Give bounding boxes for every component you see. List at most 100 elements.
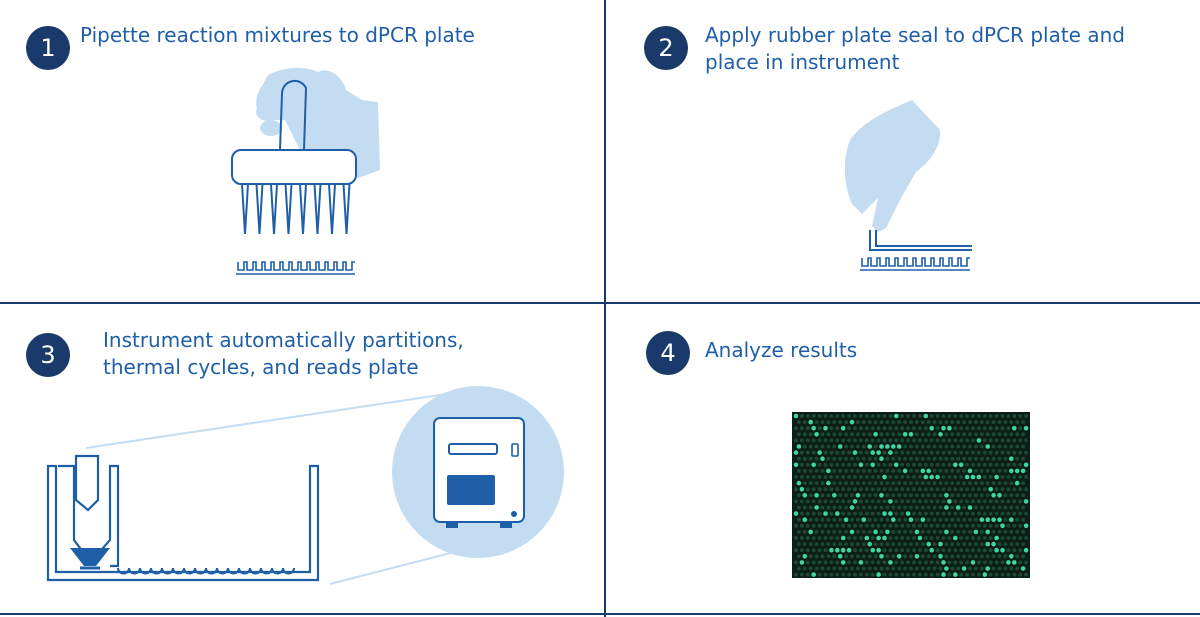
droplet xyxy=(853,462,857,467)
droplet xyxy=(844,530,848,534)
droplet xyxy=(962,456,966,461)
droplet xyxy=(900,414,905,418)
droplet xyxy=(1018,536,1023,540)
droplet xyxy=(1020,468,1026,474)
droplet xyxy=(929,547,934,553)
droplet xyxy=(876,560,881,565)
droplet xyxy=(915,517,919,522)
droplet xyxy=(906,475,910,479)
droplet xyxy=(956,554,961,559)
step-3-number: 3 xyxy=(40,341,56,369)
droplet xyxy=(938,554,943,559)
droplet xyxy=(968,542,972,546)
droplet xyxy=(1024,487,1028,492)
droplet xyxy=(988,462,993,467)
droplet xyxy=(864,450,869,455)
droplet xyxy=(923,511,928,516)
droplet xyxy=(817,523,822,528)
droplet xyxy=(817,487,822,492)
droplet xyxy=(814,456,819,461)
droplet xyxy=(832,456,837,461)
droplet xyxy=(850,542,854,546)
droplet xyxy=(805,511,810,516)
droplet xyxy=(841,414,846,418)
droplet xyxy=(912,487,916,492)
droplet xyxy=(882,511,887,516)
droplet xyxy=(961,566,967,571)
droplet xyxy=(912,462,916,467)
droplet xyxy=(805,523,810,528)
droplet xyxy=(982,511,987,516)
droplet xyxy=(882,523,887,528)
droplet xyxy=(923,536,928,540)
droplet xyxy=(873,444,878,449)
droplet xyxy=(814,505,819,510)
droplet xyxy=(829,547,834,553)
droplet xyxy=(1021,542,1025,546)
droplet xyxy=(849,505,855,510)
droplet xyxy=(944,456,949,461)
droplet xyxy=(974,481,978,485)
droplet xyxy=(974,493,978,498)
droplet xyxy=(926,530,931,534)
droplet xyxy=(964,474,970,480)
droplet xyxy=(800,523,804,528)
droplet xyxy=(962,542,966,546)
droplet xyxy=(794,536,798,540)
droplet xyxy=(829,572,834,577)
droplet xyxy=(979,444,984,449)
droplet xyxy=(897,517,902,522)
droplet xyxy=(918,438,922,443)
droplet xyxy=(820,469,825,473)
droplet xyxy=(947,499,952,504)
droplet xyxy=(849,419,855,425)
droplet xyxy=(909,481,913,485)
droplet xyxy=(938,517,943,522)
droplet xyxy=(817,499,822,504)
droplet xyxy=(994,438,999,443)
droplet xyxy=(1018,523,1023,528)
droplet xyxy=(826,505,831,510)
droplet xyxy=(1003,517,1008,522)
droplet xyxy=(1000,414,1005,418)
droplet xyxy=(835,426,840,431)
droplet xyxy=(950,505,955,510)
droplet xyxy=(970,560,976,565)
droplet xyxy=(838,420,843,424)
instrument-icon xyxy=(392,386,564,558)
step-3-text: Instrument automatically partitions, the… xyxy=(103,327,464,381)
droplet xyxy=(979,517,985,522)
droplet xyxy=(988,523,993,528)
droplet xyxy=(1003,444,1008,449)
droplet xyxy=(885,493,890,498)
droplet xyxy=(968,481,972,485)
droplet xyxy=(923,572,928,577)
droplet xyxy=(829,462,834,467)
droplet xyxy=(1000,511,1005,516)
droplet xyxy=(894,450,899,455)
droplet xyxy=(867,517,872,522)
droplet xyxy=(988,548,993,553)
droplet xyxy=(826,468,831,474)
droplet xyxy=(935,438,940,443)
droplet xyxy=(1021,420,1025,424)
droplet xyxy=(1024,560,1028,565)
droplet xyxy=(844,566,848,571)
droplet xyxy=(929,487,934,492)
droplet xyxy=(991,541,996,547)
droplet xyxy=(932,542,937,546)
droplet xyxy=(793,462,799,468)
droplet xyxy=(1009,444,1014,449)
droplet xyxy=(805,548,810,553)
droplet xyxy=(903,493,907,498)
droplet xyxy=(811,475,816,479)
droplet xyxy=(906,487,910,492)
droplet xyxy=(950,432,955,437)
droplet xyxy=(823,425,828,431)
droplet xyxy=(864,511,869,516)
droplet xyxy=(832,530,837,534)
droplet xyxy=(923,413,929,419)
droplet xyxy=(1012,462,1017,467)
droplet xyxy=(873,469,878,473)
droplet xyxy=(876,499,881,504)
